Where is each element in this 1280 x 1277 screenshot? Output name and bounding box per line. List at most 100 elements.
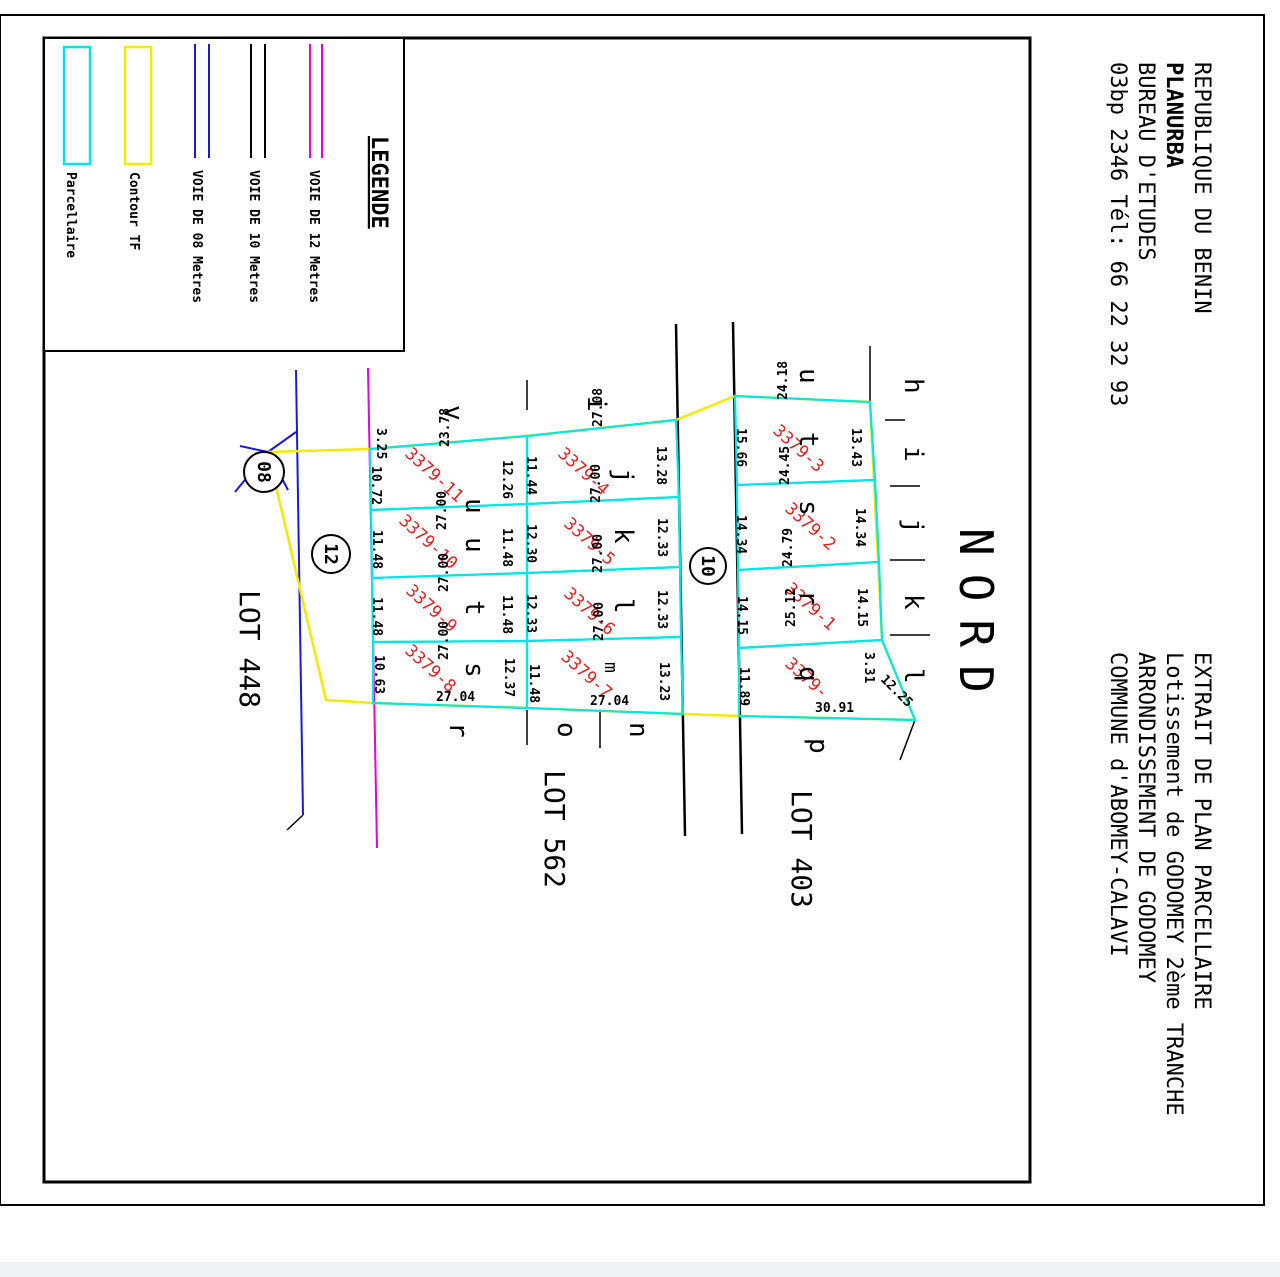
letter-j: j: [898, 518, 928, 534]
dim-a12: 3.31: [861, 652, 876, 683]
legend-label-10m: VOIE DE 10 Metres: [246, 170, 261, 303]
header-contact: 03bp 2346 Tél: 66 22 32 93: [1105, 62, 1130, 406]
dim-b12: 11.48: [526, 664, 541, 703]
dim-c3: 10.72: [368, 466, 383, 505]
label-3379-11: 3379-11: [401, 444, 468, 507]
title-line2: Lotissement de GODOMEY 2ème TRANCHE: [1161, 652, 1186, 1116]
neighbour-letters: h i j k l p u t s r q i j k l m n o v u …: [438, 368, 928, 754]
parcel-3379-8: [371, 639, 529, 710]
dim-b4: 27.00: [589, 464, 604, 503]
parcels: [368, 394, 917, 722]
header-company: PLANURBA: [1161, 62, 1186, 168]
dim-b6: 12.30: [523, 524, 538, 563]
dim-b10: 27.00: [592, 602, 607, 641]
dim-b3: 11.44: [523, 456, 538, 495]
letter-l-b: l: [608, 598, 638, 614]
letter-o-b: o: [551, 722, 581, 738]
road-10-marker: [689, 547, 727, 585]
dim-a10: 25.12: [784, 588, 799, 627]
letter-l: l: [898, 668, 928, 684]
lot-562: LOT 562: [538, 770, 571, 888]
dim-c8: 27.00: [437, 553, 452, 592]
roads: [234, 321, 744, 849]
legend-label-tf: Contour TF: [126, 172, 141, 250]
dim-b9: 12.33: [523, 594, 538, 633]
legend-swatch-tf: [123, 45, 153, 166]
dim-a14: 30.91: [815, 701, 854, 716]
letter-q-a: q: [793, 666, 823, 682]
legend-title: LEGENDE: [366, 136, 391, 229]
dim-a1: 24.18: [776, 361, 791, 400]
letter-r-c: r: [443, 722, 473, 738]
letter-i-b: i: [581, 396, 611, 412]
dim-a9: 14.15: [854, 588, 869, 627]
letter-n-b: n: [623, 722, 653, 738]
title-line4: COMMUNE d'ABOMEY-CALAVI: [1105, 652, 1130, 957]
legend-label-12m: VOIE DE 12 Metres: [306, 170, 321, 303]
legend-label-parcel: Parcellaire: [63, 172, 78, 258]
legend-swatch-parcel: [62, 45, 92, 166]
dimension-labels: 24.18 15.66 13.43 24.45 14.34 14.34 24.7…: [368, 361, 915, 716]
letter-s-a: s: [793, 500, 823, 516]
plan-frame: [42, 36, 1032, 1184]
dim-a2: 15.66: [733, 428, 748, 467]
dim-a3: 13.43: [848, 428, 863, 467]
dim-c11: 27.00: [437, 621, 452, 660]
road-08-number: 08: [253, 461, 274, 483]
title-line1: EXTRAIT DE PLAN PARCELLAIRE: [1189, 652, 1214, 1010]
dim-c1: 23.78: [438, 408, 453, 447]
dim-c2: 12.26: [499, 460, 514, 499]
dim-c12: 12.37: [501, 658, 516, 697]
letter-j-b: j: [608, 468, 638, 484]
letter-m-b: m: [600, 662, 621, 673]
road-markers: 10 12 08: [243, 451, 727, 585]
dim-b8: 12.33: [654, 590, 669, 629]
dim-b13: 27.04: [590, 694, 629, 709]
title-block: EXTRAIT DE PLAN PARCELLAIRE Lotissement …: [1105, 652, 1214, 1116]
bottom-strip: [0, 1262, 1280, 1277]
dim-c9: 11.48: [499, 595, 514, 634]
legend-box: [43, 37, 405, 352]
road-12m-tick: [286, 814, 304, 831]
dim-a8: 14.15: [734, 596, 749, 635]
dim-c5: 27.00: [435, 491, 450, 530]
dim-b1: 27.08: [591, 388, 606, 427]
letter-p: p: [803, 738, 833, 754]
letter-t-c: t: [459, 600, 489, 616]
dim-b2: 13.28: [653, 446, 668, 485]
header-office: BUREAU D'ETUDES: [1133, 62, 1158, 261]
road-08-seg1: [267, 431, 297, 453]
dim-a6: 14.34: [852, 508, 867, 547]
dim-a5: 14.34: [733, 515, 748, 554]
dim-c4: 3.25: [373, 428, 388, 459]
letter-h: h: [898, 378, 928, 394]
header-block: REPUBLIQUE DU BENIN PLANURBA BUREAU D'ET…: [1105, 62, 1214, 406]
parcel-labels: 3379-3 3379-2 3379-1 3379- 3379-4 3379-5…: [395, 421, 840, 703]
letter-v-c: v: [438, 405, 468, 421]
letter-s-c: s: [459, 662, 489, 678]
road-10-number: 10: [697, 555, 718, 577]
road-12-marker: [311, 534, 351, 574]
dim-b7: 27.00: [591, 534, 606, 573]
title-line3: ARRONDISSEMENT DE GODOMEY: [1133, 652, 1158, 983]
letter-k: k: [898, 594, 928, 610]
dim-a7: 24.79: [781, 528, 796, 567]
letter-r-a: r: [793, 590, 823, 606]
parcel-3379-0: [737, 638, 917, 722]
legend-label-08m: VOIE DE 08 Metres: [189, 170, 204, 303]
header-country: REPUBLIQUE DU BENIN: [1189, 62, 1214, 314]
dim-c13: 10.63: [371, 655, 386, 694]
letter-u-c: u: [459, 498, 489, 514]
road-12m-left: [295, 369, 304, 816]
dim-c10: 11.48: [369, 597, 384, 636]
lot-names: LOT 403 LOT 562 LOT 448: [233, 590, 818, 908]
sheet-border: [0, 14, 1265, 1206]
road-08-marker: [243, 451, 285, 493]
lot-403: LOT 403: [785, 790, 818, 908]
dim-a4: 24.45: [778, 446, 793, 485]
letter-k-b: k: [608, 528, 638, 544]
north-label: NORD: [949, 528, 1003, 711]
dim-c7: 11.48: [369, 530, 384, 569]
